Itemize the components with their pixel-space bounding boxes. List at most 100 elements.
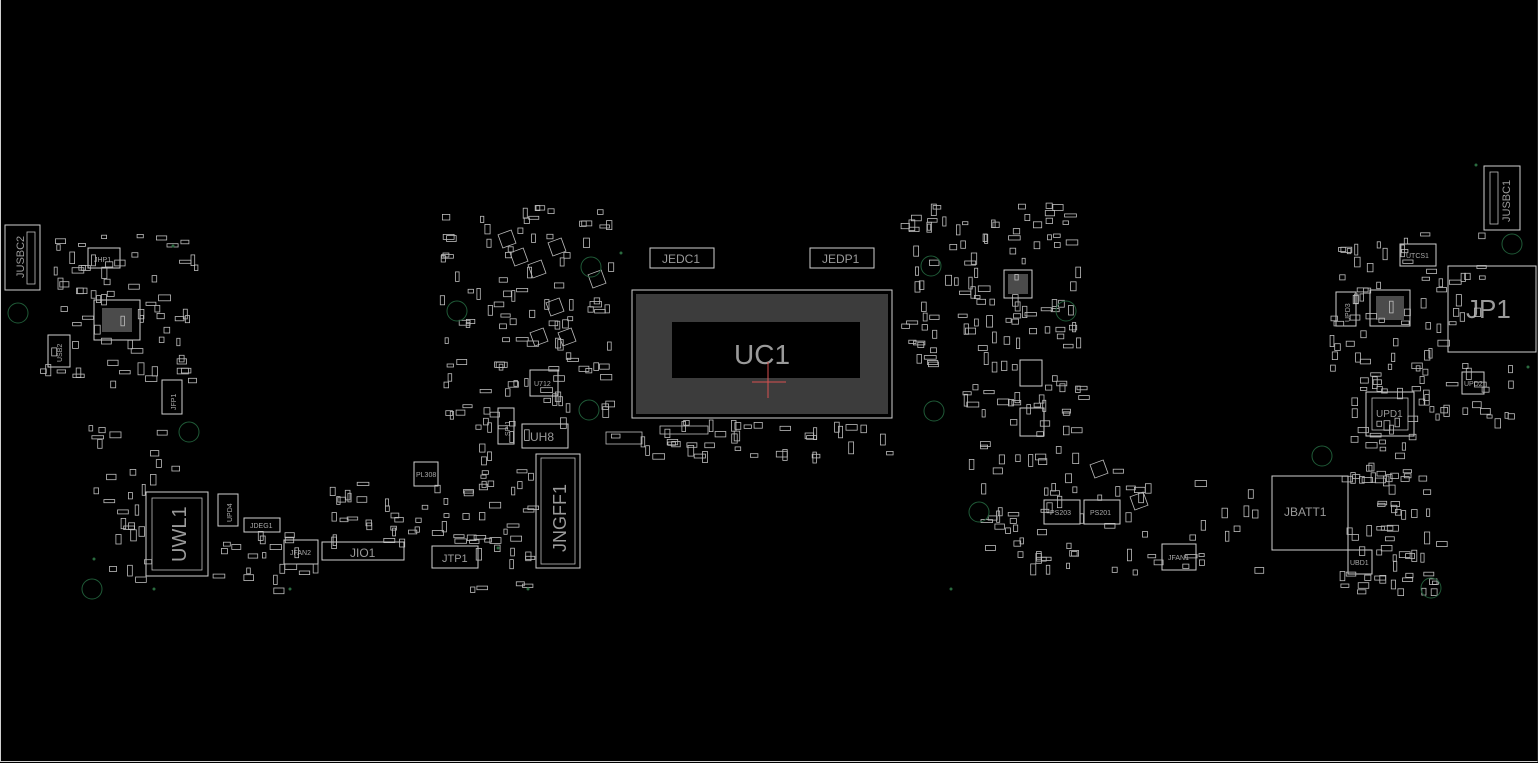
chip-upd1[interactable] xyxy=(1365,391,1415,437)
passive-component xyxy=(527,266,532,279)
connector-jp1[interactable] xyxy=(1447,265,1537,353)
passive-component xyxy=(1065,239,1079,246)
chip-u712[interactable] xyxy=(529,369,559,397)
passive-component xyxy=(1330,315,1338,322)
passive-component xyxy=(1331,351,1338,360)
passive-component xyxy=(346,516,359,521)
passive-component xyxy=(569,299,574,311)
cpu-uc1[interactable] xyxy=(631,289,893,419)
passive-component xyxy=(927,223,932,231)
passive-component xyxy=(1374,477,1386,484)
component-upd3[interactable] xyxy=(1335,291,1357,327)
passive-component xyxy=(522,508,535,513)
chip-right-bga[interactable] xyxy=(1369,289,1411,327)
passive-component xyxy=(444,337,449,344)
component-usb2[interactable] xyxy=(47,334,71,368)
component-upd4[interactable] xyxy=(217,493,239,527)
passive-component xyxy=(1339,274,1346,281)
passive-component xyxy=(886,450,894,456)
chip-uh8[interactable] xyxy=(521,423,569,449)
connector-jfp1[interactable] xyxy=(161,379,183,415)
connector-jngff1[interactable] xyxy=(535,453,581,569)
passive-component xyxy=(1024,213,1031,221)
passive-component xyxy=(528,215,540,220)
passive-component xyxy=(505,388,511,397)
passive-component xyxy=(98,427,106,434)
passive-component xyxy=(563,252,571,259)
passive-component xyxy=(453,534,465,539)
connector-jio1[interactable] xyxy=(321,541,405,561)
passive-component xyxy=(686,442,698,448)
passive-component xyxy=(1035,453,1047,461)
passive-component xyxy=(1379,439,1386,445)
connector-jtp1[interactable] xyxy=(431,545,479,569)
chip-utcs1[interactable] xyxy=(1399,243,1437,267)
component-rc-2[interactable] xyxy=(1019,407,1045,437)
component-pl308[interactable] xyxy=(413,461,439,487)
passive-component xyxy=(974,295,981,299)
connector-jedc1[interactable] xyxy=(649,247,715,269)
passive-component xyxy=(565,403,571,413)
passive-component xyxy=(997,507,1003,517)
passive-component xyxy=(552,393,558,406)
connector-jdeg1[interactable] xyxy=(243,517,281,533)
passive-component xyxy=(1378,317,1385,323)
passive-component xyxy=(176,367,189,375)
passive-component xyxy=(1383,475,1390,487)
passive-component xyxy=(510,535,523,542)
passive-component xyxy=(1038,394,1045,404)
passive-component xyxy=(601,403,609,410)
passive-component xyxy=(671,440,681,448)
passive-component xyxy=(1340,246,1353,253)
connector-jusbc1[interactable] xyxy=(1483,165,1521,231)
passive-component xyxy=(957,313,968,318)
module-uwl1[interactable] xyxy=(145,491,209,577)
passive-component xyxy=(243,574,254,582)
connector-jusbc2[interactable] xyxy=(4,224,41,291)
passive-component xyxy=(1394,417,1400,428)
passive-component xyxy=(1403,237,1409,245)
component-rc-1[interactable] xyxy=(1019,359,1043,387)
passive-component xyxy=(1254,567,1265,574)
passive-component xyxy=(179,259,192,264)
passive-component xyxy=(483,407,491,415)
passive-component xyxy=(527,505,540,510)
mounting-hole xyxy=(968,501,990,523)
connector-jbatt1[interactable] xyxy=(1271,475,1349,551)
passive-component xyxy=(929,314,940,320)
label-upd2: UPD2 xyxy=(1464,381,1483,388)
passive-component xyxy=(176,358,187,365)
passive-component xyxy=(503,290,512,298)
passive-component xyxy=(511,290,516,302)
connector-jedp1[interactable] xyxy=(809,247,875,269)
right-cluster: JUSBC1 UTCS1 JP1 UPD3 UPD1 UPD2 JBATT1 xyxy=(1271,165,1537,575)
passive-component xyxy=(986,315,993,328)
cpu-uc1-ball-grid xyxy=(636,294,888,414)
passive-component xyxy=(446,235,457,242)
connector-jhp1[interactable] xyxy=(87,247,121,269)
component-ubd1[interactable] xyxy=(1347,549,1373,575)
passive-component xyxy=(141,483,146,496)
connector-jfan2[interactable] xyxy=(283,539,319,565)
passive-component xyxy=(478,512,486,521)
passive-component xyxy=(1390,501,1401,507)
passive-component xyxy=(130,348,144,354)
component-upd2[interactable] xyxy=(1461,371,1485,395)
passive-component xyxy=(336,496,341,505)
passive-component xyxy=(154,304,161,313)
passive-component xyxy=(119,370,131,375)
passive-component xyxy=(1407,415,1419,423)
passive-component xyxy=(1479,275,1486,280)
passive-component xyxy=(985,545,996,551)
passive-component xyxy=(1051,483,1057,492)
connector-jfan1[interactable] xyxy=(1161,543,1197,571)
via-dot xyxy=(152,587,156,591)
passive-component xyxy=(1063,425,1070,436)
passive-component xyxy=(547,208,555,215)
passive-component xyxy=(1189,534,1197,541)
passive-component xyxy=(1391,504,1398,514)
passive-component xyxy=(156,429,168,436)
passive-component xyxy=(1064,213,1077,218)
